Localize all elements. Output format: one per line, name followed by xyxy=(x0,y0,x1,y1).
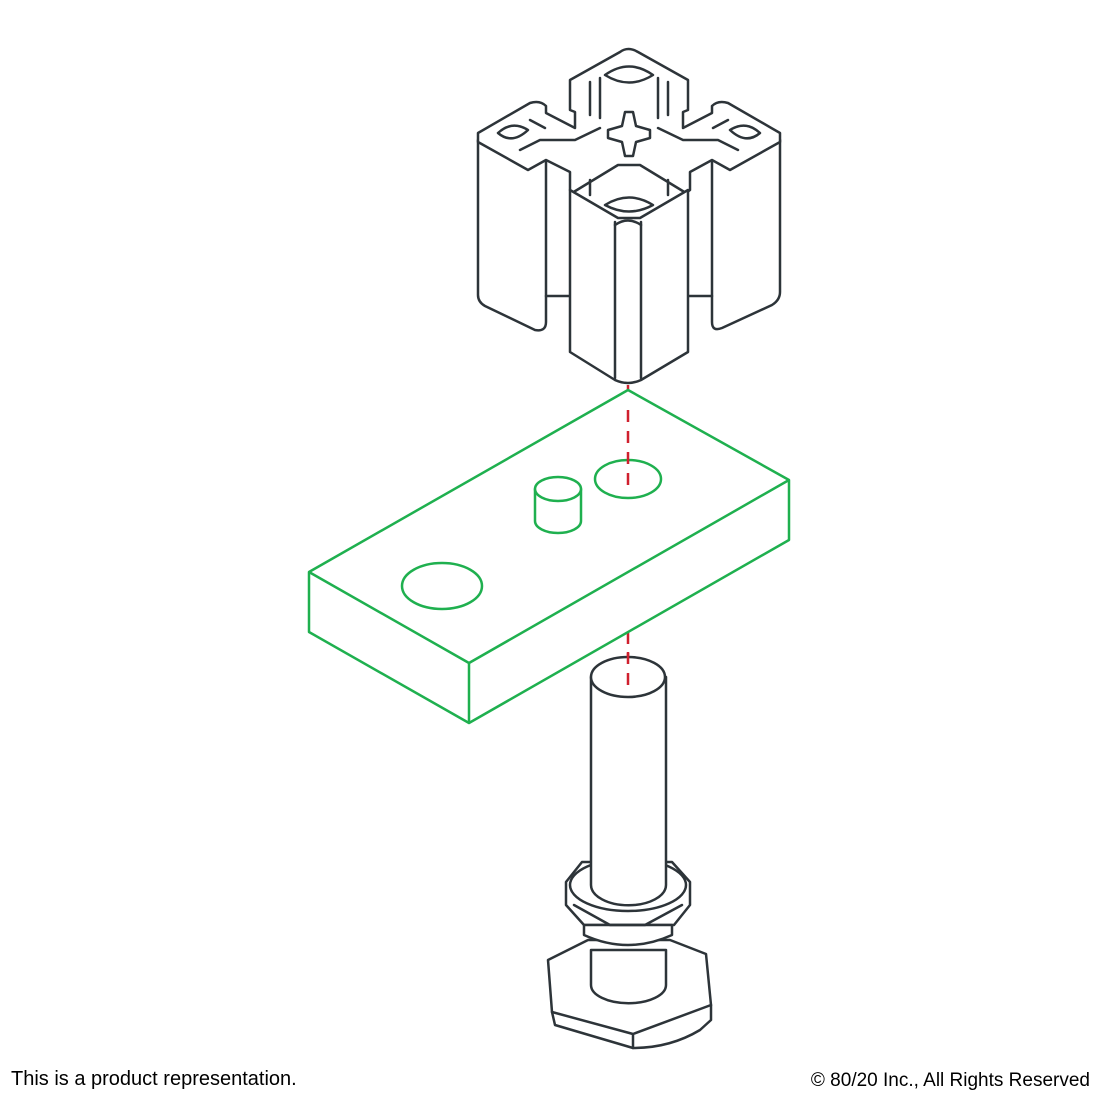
highlighted-plate xyxy=(307,388,791,725)
aluminum-extrusion-profile xyxy=(476,47,782,385)
copyright-text: © 80/20 Inc., All Rights Reserved xyxy=(810,1070,1090,1091)
locating-pin xyxy=(533,475,583,535)
leveling-foot-stud xyxy=(546,655,713,1050)
plate-hole xyxy=(400,561,484,611)
disclaimer-text: This is a product representation. xyxy=(11,1068,297,1090)
